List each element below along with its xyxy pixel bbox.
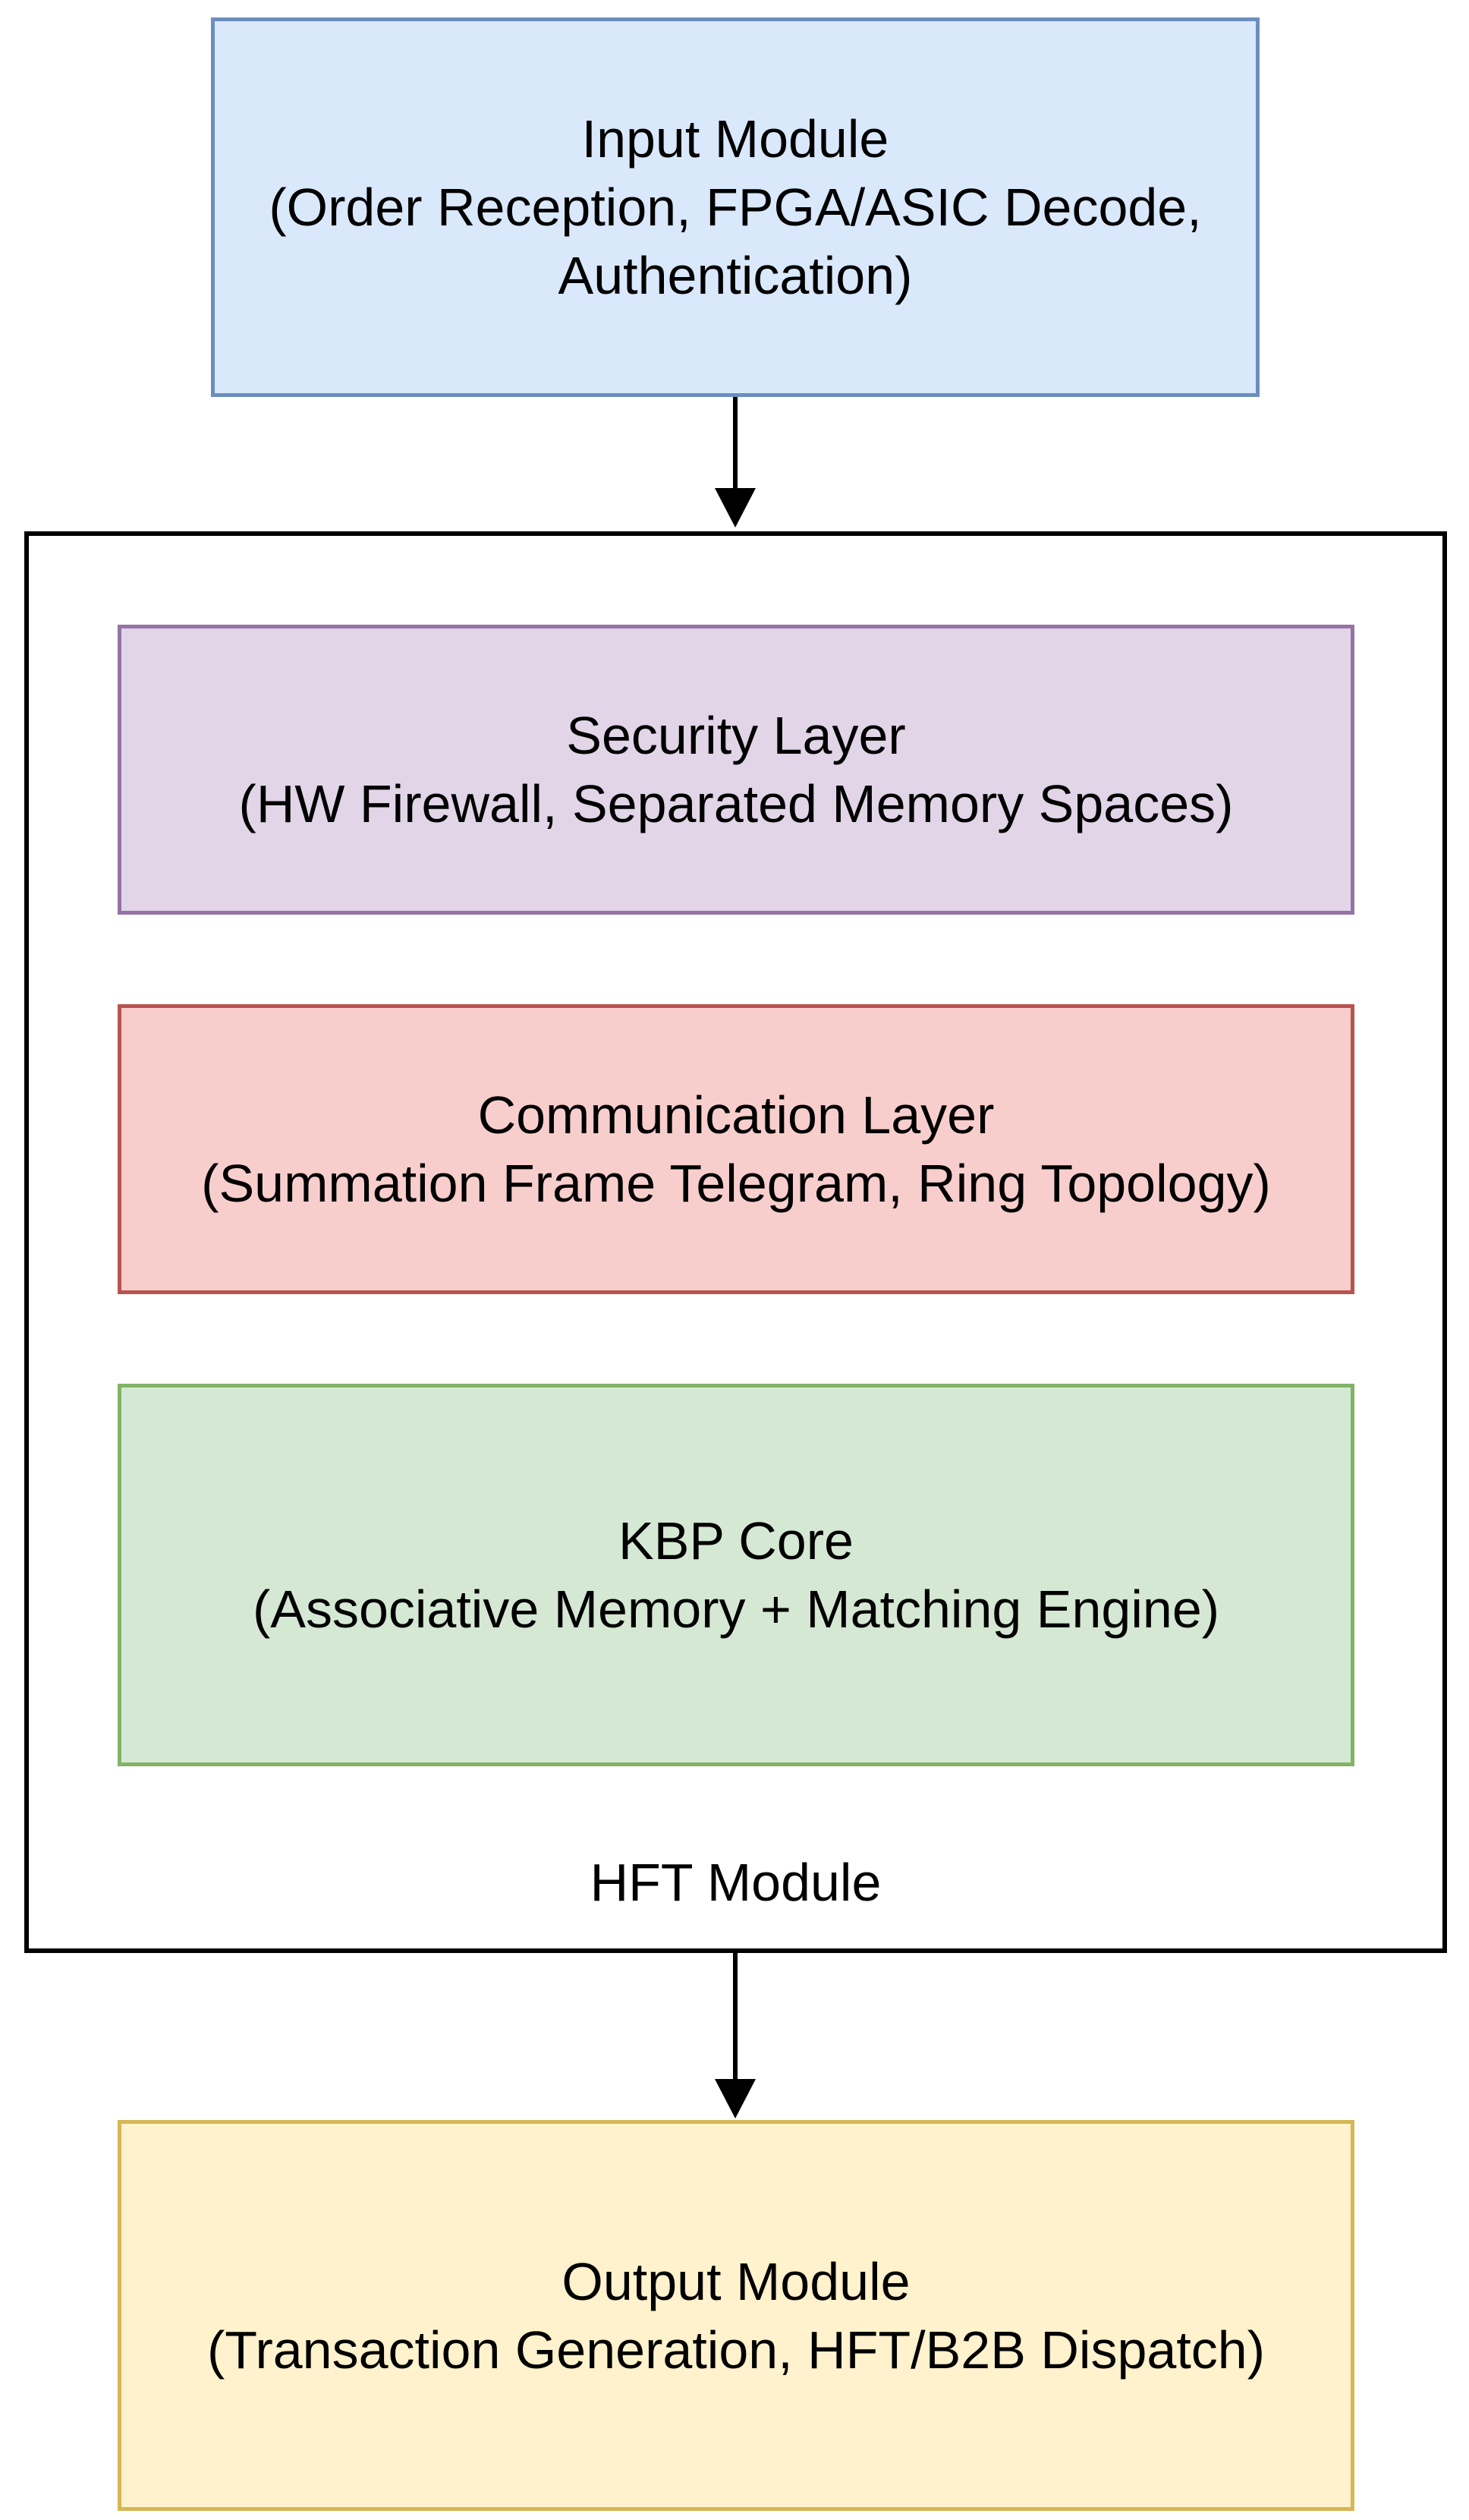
output-module-title: Output Module: [561, 2251, 911, 2311]
node-communication-layer: Communication Layer (Summation Frame Tel…: [118, 1004, 1354, 1294]
node-kbp-core: KBP Core (Associative Memory + Matching …: [118, 1384, 1354, 1766]
arrow-input-to-hft-line: [733, 397, 738, 490]
arrow-hft-to-output-line: [733, 1953, 738, 2081]
kbp-core-title: KBP Core: [618, 1511, 854, 1570]
communication-layer-subtitle: (Summation Frame Telegram, Ring Topology…: [201, 1154, 1271, 1213]
node-security-layer: Security Layer (HW Firewall, Separated M…: [118, 625, 1354, 915]
arrow-input-to-hft-head: [715, 488, 756, 528]
input-module-title: Input Module: [581, 109, 889, 169]
security-layer-title: Security Layer: [566, 706, 906, 765]
input-module-subtitle: (Order Reception, FPGA/ASIC Decode, Auth…: [269, 178, 1202, 305]
node-input-module: Input Module (Order Reception, FPGA/ASIC…: [211, 17, 1260, 397]
kbp-core-subtitle: (Associative Memory + Matching Engine): [252, 1580, 1220, 1639]
hft-module-label: HFT Module: [590, 1853, 882, 1912]
security-layer-subtitle: (HW Firewall, Separated Memory Spaces): [238, 774, 1234, 833]
output-module-subtitle: (Transaction Generation, HFT/B2B Dispatc…: [206, 2320, 1266, 2380]
arrow-hft-to-output-head: [715, 2079, 756, 2118]
node-output-module: Output Module (Transaction Generation, H…: [118, 2120, 1354, 2511]
communication-layer-title: Communication Layer: [477, 1085, 995, 1145]
